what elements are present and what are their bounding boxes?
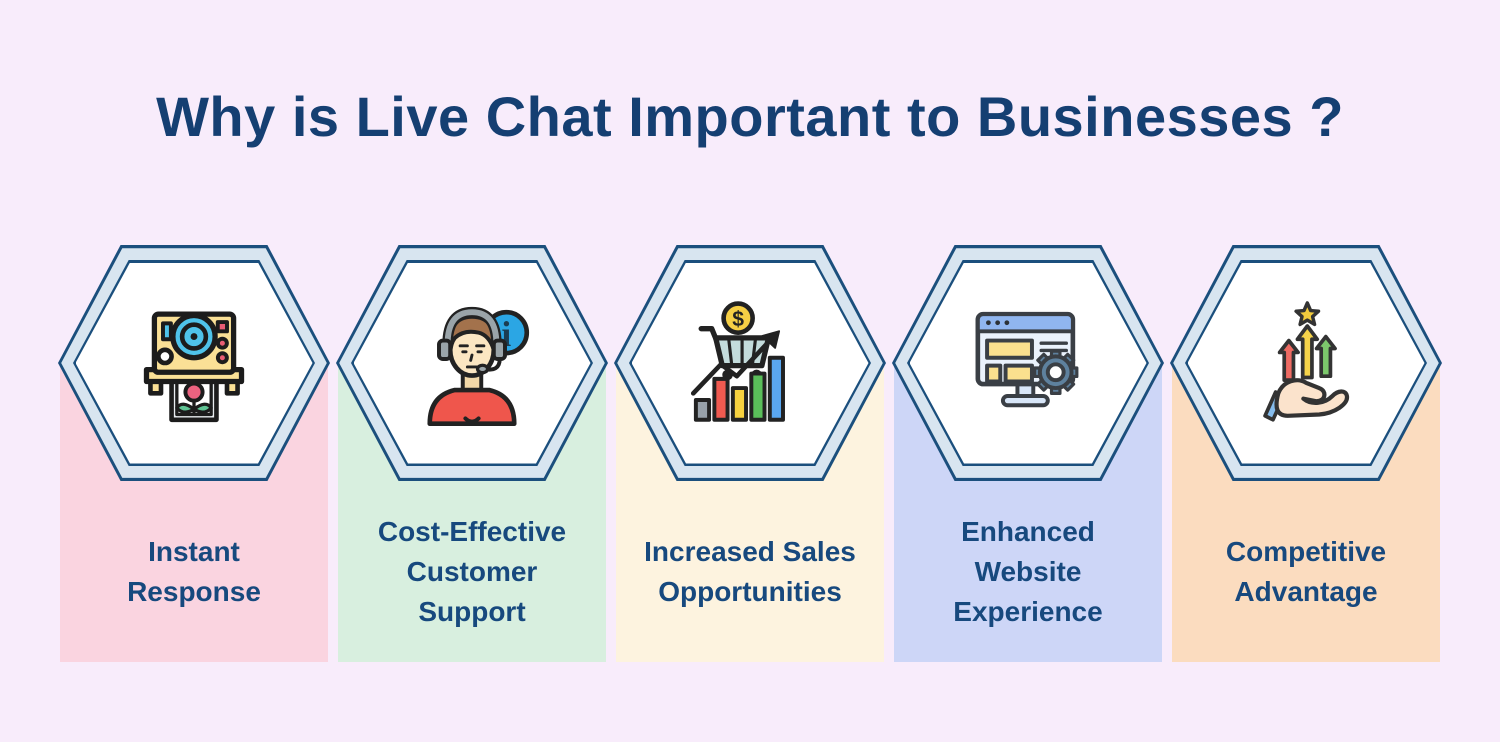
support-agent-icon: i [427, 306, 530, 427]
benefit-card-enhanced-website: Enhanced Website Experience [892, 245, 1164, 662]
cards-row: Instant Response i [58, 245, 1442, 662]
website-settings-icon [975, 311, 1079, 408]
benefit-card-cost-effective-support: i [336, 245, 608, 662]
card-label: Enhanced Website Experience [953, 515, 1103, 627]
benefit-card-instant-response: Instant Response [58, 245, 330, 662]
card-label: Increased Sales Opportunities [644, 535, 856, 607]
card-label: Competitive Advantage [1225, 535, 1387, 607]
page-title: Why is Live Chat Important to Businesses… [156, 85, 1344, 148]
svg-text:i: i [501, 314, 511, 354]
cart-sales-chart-icon: $ [690, 301, 785, 422]
benefit-card-competitive-advantage: Competitive Advantage [1170, 245, 1442, 662]
benefit-card-increased-sales: $ Increased Sales Opportunities [614, 245, 886, 662]
instant-camera-icon [143, 311, 245, 423]
svg-text:$: $ [732, 308, 744, 331]
hand-growth-arrows-icon [1263, 301, 1350, 422]
card-label: Cost-Effective Customer Support [377, 515, 567, 627]
card-label: Instant Response [127, 535, 261, 607]
